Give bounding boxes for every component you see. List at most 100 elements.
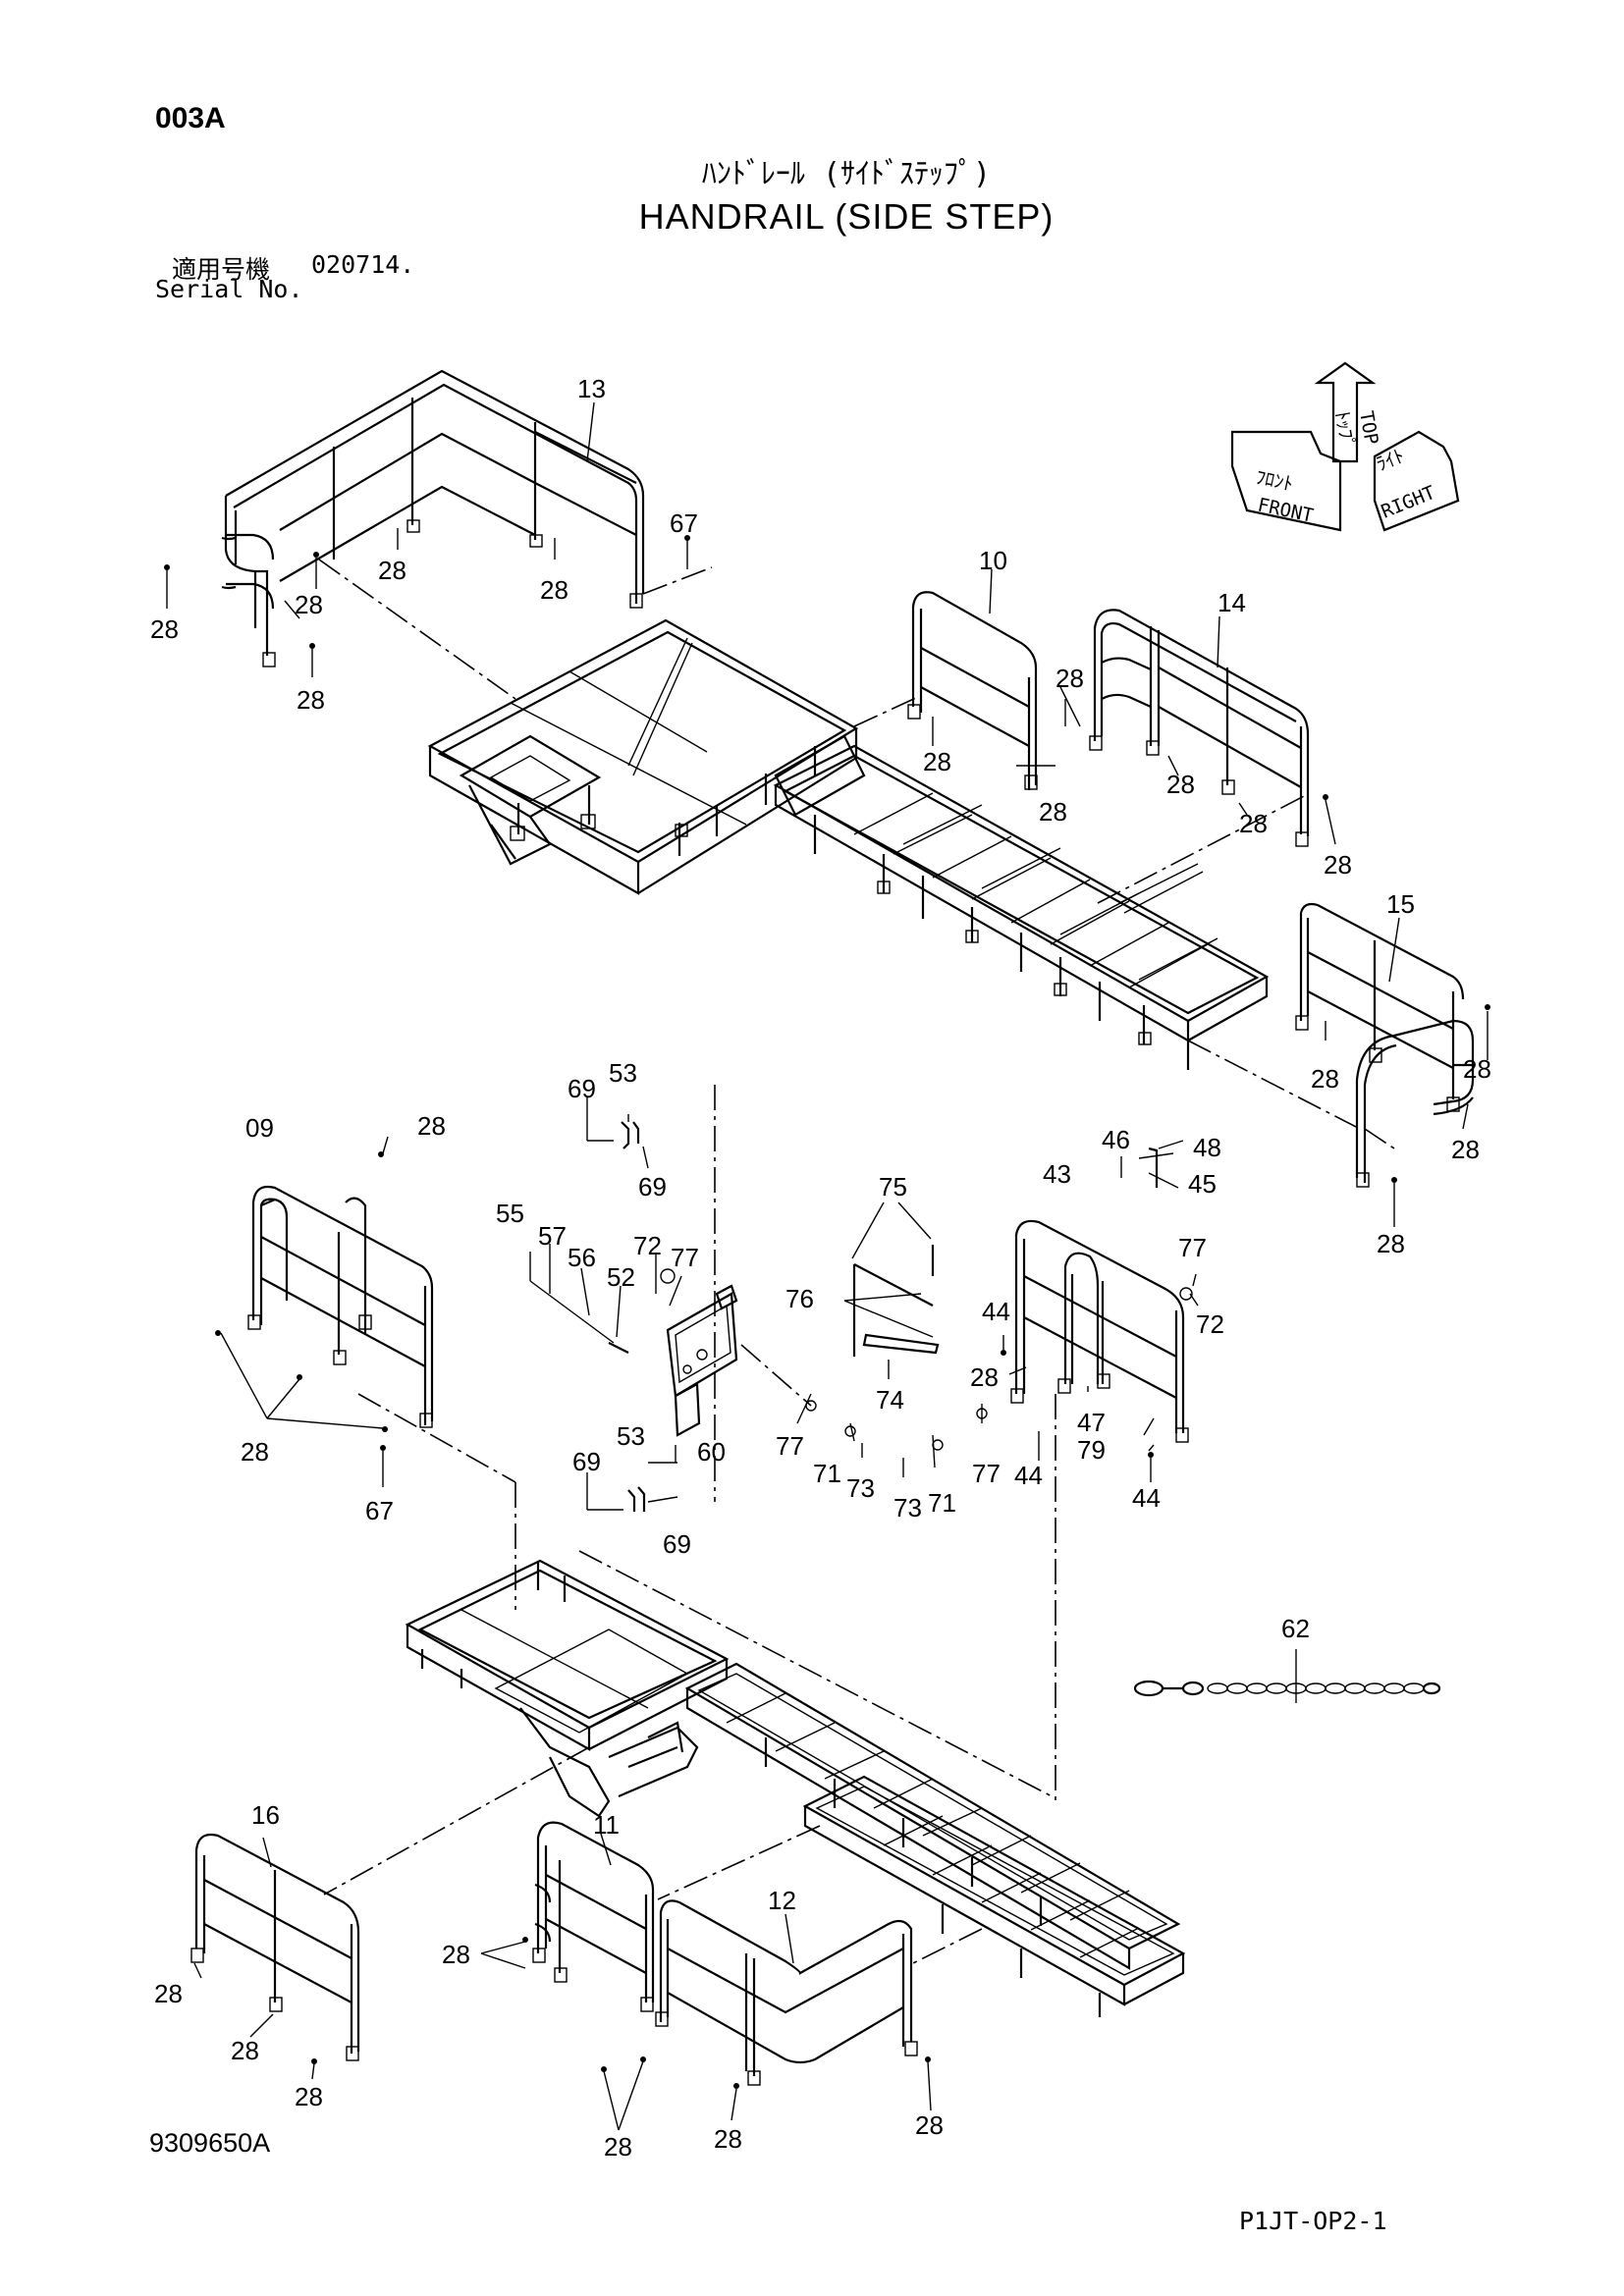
callout-73: 73 (893, 1493, 922, 1522)
callout-48: 48 (1193, 1133, 1221, 1162)
callout-28: 28 (1056, 664, 1084, 693)
lower-walkway (684, 1662, 1186, 2017)
title-english: HANDRAIL (SIDE STEP) (638, 196, 1055, 237)
callout-28: 28 (1463, 1054, 1491, 1084)
callout-71: 71 (813, 1459, 841, 1488)
upper-platform-frame (427, 618, 866, 895)
compass-top: TOP (1355, 409, 1382, 447)
callout-73: 73 (846, 1473, 875, 1503)
drawing-number: 9309650A (149, 2128, 271, 2158)
callout-53: 53 (617, 1421, 645, 1451)
handrail-10 (907, 591, 1038, 790)
handrail-15 (1295, 902, 1475, 1188)
callout-28: 28 (970, 1362, 999, 1392)
callout-28: 28 (150, 614, 179, 644)
callout-43: 43 (1043, 1159, 1071, 1189)
handrail-43 (1010, 1219, 1189, 1443)
callout-28: 28 (1451, 1135, 1480, 1164)
cover-plate-74 (852, 1245, 940, 1357)
callout-46: 46 (1102, 1125, 1130, 1154)
callout-10: 10 (979, 546, 1007, 575)
serial-label-japanese: 適用号機 (172, 255, 271, 284)
callout-53: 53 (609, 1058, 637, 1088)
callout-77: 77 (1178, 1233, 1207, 1262)
callout-28: 28 (378, 556, 406, 585)
callout-28: 28 (540, 575, 568, 605)
callout-12: 12 (768, 1886, 796, 1915)
callout-44: 44 (1132, 1483, 1161, 1513)
callout-28: 28 (231, 2036, 259, 2065)
callout-76: 76 (785, 1284, 814, 1313)
callout-77: 77 (776, 1431, 804, 1461)
callout-60: 60 (697, 1437, 726, 1467)
callout-52: 52 (607, 1262, 635, 1292)
callout-75: 75 (879, 1172, 907, 1201)
callout-44: 44 (1014, 1461, 1043, 1490)
callout-28: 28 (154, 1979, 183, 2008)
callout-69: 69 (638, 1172, 667, 1201)
callout-28: 28 (417, 1111, 446, 1141)
callout-77: 77 (671, 1243, 699, 1272)
callout-57: 57 (538, 1221, 567, 1251)
leader-lines (164, 401, 1490, 2131)
page-code: 003A (155, 102, 226, 134)
callout-45: 45 (1188, 1169, 1217, 1199)
callout-labels: 13 67 28 28 28 28 28 10 14 28 28 28 28 2… (150, 374, 1491, 2162)
callout-28: 28 (1324, 850, 1352, 880)
callout-62: 62 (1281, 1614, 1310, 1643)
handrail-11 (532, 1821, 655, 2012)
callout-28: 28 (295, 590, 323, 619)
callout-28: 28 (1311, 1064, 1339, 1094)
callout-14: 14 (1218, 588, 1246, 617)
handrail-16 (190, 1833, 360, 2061)
callout-28: 28 (1039, 797, 1067, 827)
callout-28: 28 (1239, 809, 1268, 838)
callout-69: 69 (568, 1074, 596, 1103)
callout-15: 15 (1386, 889, 1415, 919)
callout-16: 16 (251, 1800, 280, 1830)
callout-79: 79 (1077, 1435, 1106, 1465)
mounting-bracket-60 (666, 1284, 738, 1437)
callout-44: 44 (982, 1297, 1010, 1326)
compass-front: FRONT (1256, 494, 1316, 526)
lower-platform-frame (405, 1559, 730, 1818)
serial-label-english: Serial No. (155, 275, 303, 303)
callout-55: 55 (496, 1199, 524, 1228)
callout-71: 71 (928, 1488, 956, 1518)
callout-56: 56 (568, 1243, 596, 1272)
handrail-09 (247, 1185, 434, 1428)
compass-right: RIGHT (1379, 482, 1438, 523)
callout-11: 11 (593, 1810, 620, 1840)
callout-28: 28 (604, 2132, 632, 2162)
hook-parts (608, 1121, 676, 1512)
phantom-lines (318, 559, 1395, 1964)
callout-28: 28 (297, 685, 325, 715)
callout-72: 72 (633, 1231, 662, 1260)
callout-28: 28 (442, 1940, 470, 1969)
page-reference: P1JT-OP2-1 (1239, 2207, 1387, 2235)
compass-front-jp: ﾌﾛﾝﾄ (1254, 466, 1295, 495)
callout-28: 28 (923, 747, 951, 776)
callout-67: 67 (670, 508, 698, 538)
callout-69: 69 (663, 1529, 691, 1559)
callout-28: 28 (1166, 770, 1195, 799)
callout-72: 72 (1196, 1309, 1224, 1339)
callout-28: 28 (714, 2124, 742, 2154)
callout-28: 28 (241, 1437, 269, 1467)
compass-top-jp: ﾄｯﾌﾟ (1330, 409, 1358, 450)
upper-walkway (773, 744, 1270, 1070)
callout-74: 74 (876, 1385, 904, 1415)
callout-69: 69 (572, 1447, 601, 1476)
handrail-13 (221, 369, 645, 667)
orientation-compass: ﾌﾛﾝﾄ FRONT ﾄｯﾌﾟ TOP ﾗｲﾄ RIGHT (1230, 361, 1460, 532)
callout-13: 13 (577, 374, 606, 403)
callout-47: 47 (1077, 1408, 1106, 1437)
serial-value: 020714. (311, 250, 415, 279)
callout-28: 28 (1377, 1229, 1405, 1258)
handrail-12 (655, 1899, 918, 2086)
callout-67: 67 (365, 1496, 394, 1525)
callout-77: 77 (972, 1459, 1001, 1488)
handrail-14 (1089, 609, 1310, 847)
callout-09: 09 (245, 1113, 274, 1143)
